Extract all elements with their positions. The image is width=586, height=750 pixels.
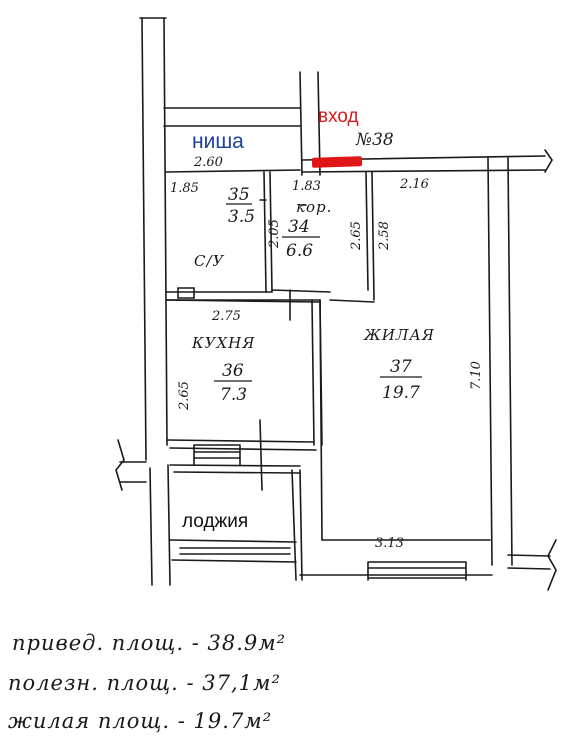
wall-break-right [547, 539, 557, 591]
right-bottom-wall [507, 554, 551, 570]
living-name: ЖИЛАЯ [363, 326, 435, 344]
loggia-window [179, 547, 291, 555]
corridor-inner-stubs [259, 199, 307, 321]
walls [115, 17, 557, 591]
bath-corridor-wall [263, 171, 273, 293]
kitchen-number: 36 [222, 361, 244, 381]
entrance-label: вход [318, 106, 359, 127]
kitchen-top-wall [165, 299, 321, 303]
corridor-name: кор. [296, 198, 332, 216]
dim-living-height: 7.10 [469, 361, 484, 390]
dim-living-top: 2.16 [399, 177, 429, 192]
kitchen-door-line [259, 419, 263, 491]
kitchen-area: 7.3 [220, 385, 247, 405]
dim-niche-width: 2.60 [193, 155, 223, 170]
left-outer-wall [141, 17, 153, 586]
living-bottom-wall [299, 539, 493, 576]
bath-area: 3.5 [228, 207, 255, 227]
dim-bath-top: 1.85 [170, 181, 199, 196]
kitchen-right-wall [311, 299, 323, 446]
dim-kitchen-top: 2.75 [211, 309, 241, 324]
dim-living-bottom: 3.13 [375, 536, 404, 551]
bath-door [177, 287, 195, 299]
loggia-top-wall [169, 464, 301, 474]
dim-corridor-side: 2.58 [377, 221, 392, 251]
dim-corridor-top: 1.83 [292, 179, 321, 194]
bath-number: 35 [228, 185, 250, 205]
living-number: 37 [390, 357, 412, 377]
summary-line-2: полезн. площ. - 37,1м² [8, 671, 281, 695]
right-outer-wall [487, 157, 513, 566]
corridor-door-gap [329, 299, 375, 303]
entrance-marker [311, 156, 363, 168]
niche-label: ниша [192, 130, 244, 153]
apartment-number: №38 [355, 130, 394, 150]
dim-kitchen-left: 2.65 [177, 381, 192, 411]
loggia-bottom-wall [169, 539, 297, 563]
right-top-break [544, 149, 553, 173]
wall-break-left [115, 439, 125, 491]
kitchen-bottom-wall [167, 439, 317, 451]
living-window [367, 561, 467, 581]
dim-corridor-left: 2.05 [267, 219, 282, 249]
corridor-bottom-wall [271, 289, 331, 301]
corridor-number: 34 [288, 217, 310, 237]
summary-line-1: привед. площ. - 38.9м² [12, 631, 286, 655]
niche-bottom-line [165, 169, 301, 173]
loggia-outer-line [119, 461, 147, 483]
dim-corridor-right: 2.65 [349, 221, 364, 251]
kitchen-name: КУХНЯ [191, 334, 255, 352]
left-inner-wall [163, 17, 171, 586]
bath-name: С/У [194, 252, 225, 270]
living-area: 19.7 [382, 383, 420, 403]
loggia-right-wall [291, 469, 303, 581]
summary-line-3: жилая площ. - 19.7м² [8, 709, 272, 733]
loggia-label: лоджия [182, 511, 248, 532]
niche-top-wall [163, 107, 301, 127]
corridor-area: 6.6 [286, 241, 313, 261]
corridor-right-wall [365, 171, 375, 301]
kitchen-window [193, 444, 241, 466]
